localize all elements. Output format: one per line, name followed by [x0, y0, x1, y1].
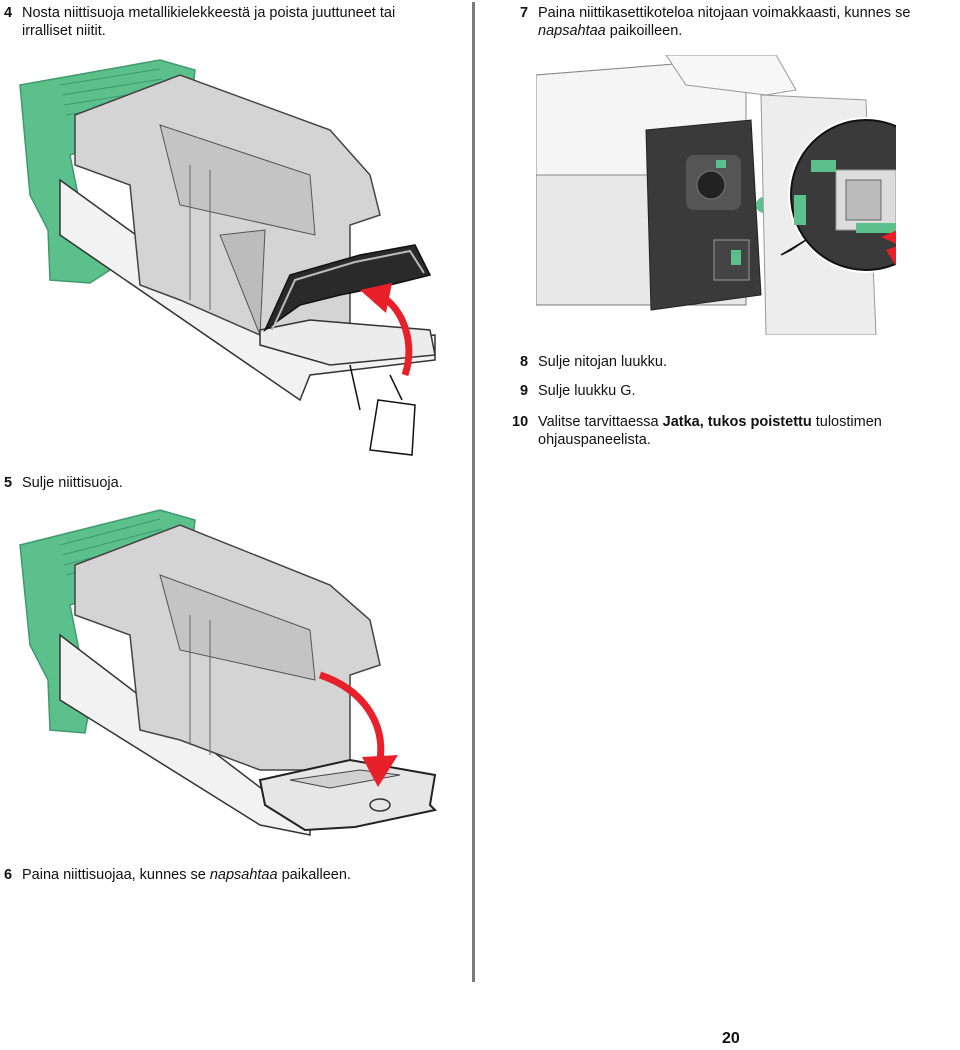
step-text: Sulje niittisuoja. [22, 475, 123, 491]
step-5: 5 Sulje niittisuoja. [4, 474, 464, 492]
step-text: Nosta niittisuoja metallikielekkeestä ja… [22, 5, 396, 39]
step-number: 4 [4, 5, 13, 21]
step-9: 9 Sulje luukku G. [520, 382, 950, 400]
step-10: 10 Valitse tarvittaessa Jatka, tukos poi… [512, 413, 952, 449]
step-7: 7 Paina niittikasettikoteloa nitojaan vo… [520, 4, 950, 40]
step-8: 8 Sulje nitojan luukku. [520, 353, 950, 371]
step-text: Valitse tarvittaessa Jatka, tukos poiste… [538, 414, 882, 448]
illustration-open-staple-guard [19, 59, 436, 456]
step-6: 6 Paina niittisuojaa, kunnes se napsahta… [4, 866, 464, 884]
step-text: Paina niittikasettikoteloa nitojaan voim… [538, 5, 911, 39]
step-number: 6 [4, 867, 13, 883]
page-number: 20 [722, 1030, 740, 1047]
step-number: 10 [512, 414, 529, 430]
step-text: Paina niittisuojaa, kunnes se napsahtaa … [22, 867, 351, 883]
step-number: 7 [520, 5, 529, 21]
step-4: 4 Nosta niittisuoja metallikielekkeestä … [4, 4, 464, 40]
illustration-close-staple-guard [19, 509, 438, 836]
step-number: 9 [520, 383, 529, 399]
step-text: Sulje luukku G. [538, 383, 636, 399]
step-text: Sulje nitojan luukku. [538, 354, 667, 370]
column-divider [472, 2, 475, 982]
illustration-insert-cartridge [536, 55, 896, 335]
step-number: 5 [4, 475, 13, 491]
step-number: 8 [520, 354, 529, 370]
